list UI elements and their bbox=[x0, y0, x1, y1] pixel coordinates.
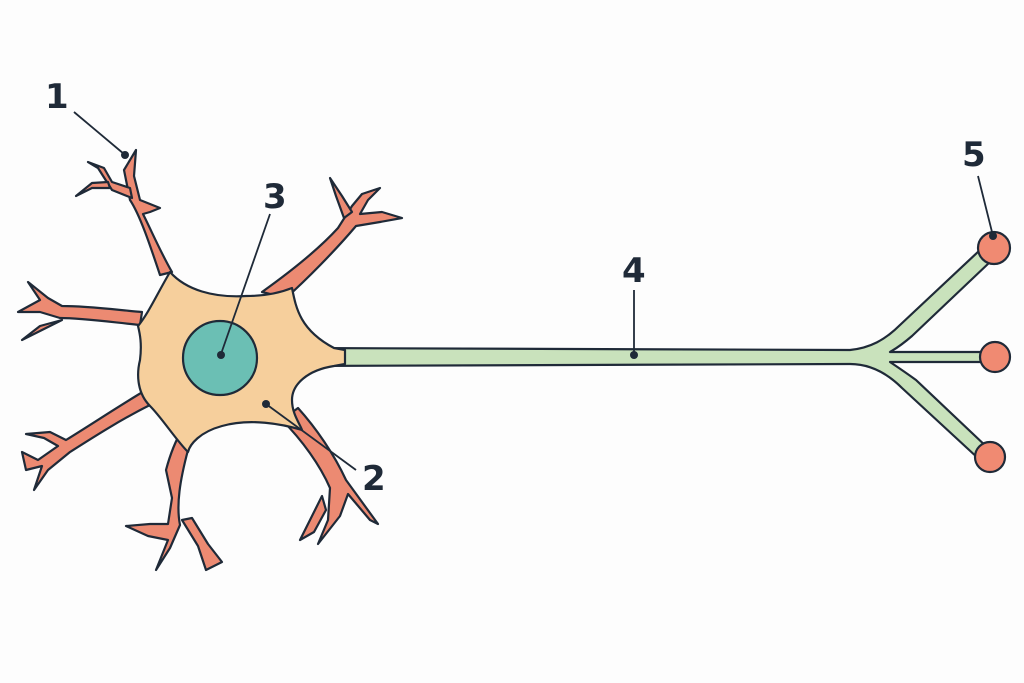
leader-lines bbox=[73, 111, 994, 471]
label-1: 1 bbox=[45, 77, 69, 117]
axon-terminal-top bbox=[976, 230, 1012, 266]
pointer-dot-3 bbox=[217, 351, 225, 359]
dendrite-left-branch bbox=[20, 318, 64, 342]
leader-line-3 bbox=[220, 213, 271, 355]
pointer-dot-1 bbox=[121, 151, 129, 159]
dendrite-bottom-left bbox=[124, 428, 190, 572]
label-4: 4 bbox=[622, 251, 646, 291]
labels: 1 2 3 4 5 bbox=[45, 77, 986, 499]
dendrite-upper-left bbox=[122, 148, 174, 277]
leader-line-1 bbox=[73, 111, 125, 155]
dendrite-lower-left bbox=[20, 388, 152, 492]
dendrite-bottom-right bbox=[280, 406, 380, 546]
dendrite-bottom-left-branch bbox=[180, 516, 224, 572]
dendrite-upper-right-branch bbox=[328, 176, 354, 220]
leader-line-5 bbox=[977, 175, 994, 237]
dendrite-upper-left-twig bbox=[74, 180, 112, 198]
leader-line-2 bbox=[265, 403, 357, 471]
label-5: 5 bbox=[962, 135, 986, 175]
label-3: 3 bbox=[263, 177, 287, 217]
pointer-dots bbox=[121, 151, 997, 408]
dendrite-left bbox=[16, 280, 144, 327]
axon-terminal-bottom bbox=[973, 440, 1007, 474]
pointer-dot-2 bbox=[262, 400, 270, 408]
dendrites bbox=[16, 148, 404, 572]
dendrite-bottom-right-branch bbox=[298, 494, 328, 542]
dendrite-upper-right bbox=[260, 186, 404, 300]
axon-terminals bbox=[973, 230, 1012, 474]
pointer-dot-5 bbox=[989, 232, 997, 240]
pointer-dot-4 bbox=[630, 351, 638, 359]
axon-terminal-middle bbox=[978, 340, 1012, 374]
label-2: 2 bbox=[362, 459, 386, 499]
